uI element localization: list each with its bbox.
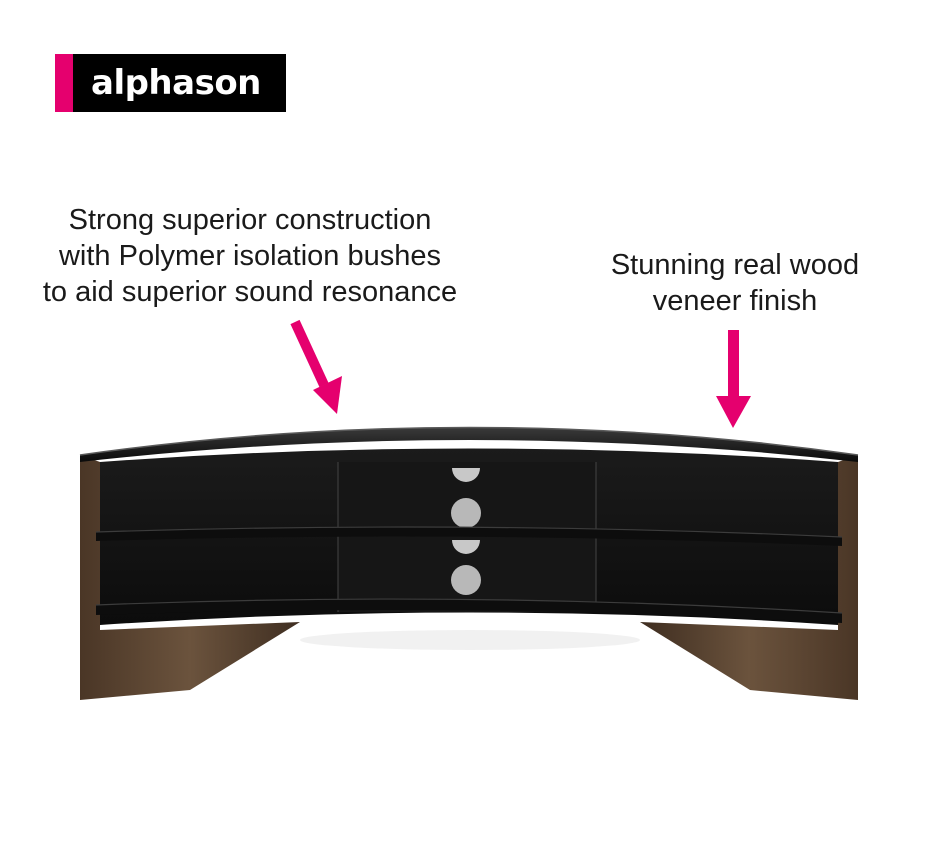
glass-top	[80, 427, 858, 462]
callout-construction-line-2: with Polymer isolation bushes	[58, 240, 441, 272]
callout-veneer-line-2: veneer finish	[652, 285, 818, 317]
callout-construction-line-1: Strong superior construction	[68, 204, 432, 236]
brand-name: alphason	[91, 63, 261, 103]
left-side-panel	[80, 455, 300, 700]
callout-construction: Strong superior construction with Polyme…	[20, 202, 480, 310]
callout-veneer: Stunning real wood veneer finish	[590, 247, 880, 319]
brand-logo: alphason	[55, 54, 286, 112]
cable-hole-upper	[451, 498, 481, 528]
right-side-panel	[640, 455, 858, 700]
callout-construction-line-3: to aid superior sound resonance	[42, 276, 458, 308]
cable-hole-middle	[452, 540, 480, 554]
glass-shelf-middle	[96, 527, 842, 546]
cable-hole-lower	[451, 565, 481, 595]
cable-hole-top	[452, 468, 480, 482]
glass-shelf-bottom	[96, 599, 842, 623]
callout-veneer-line-1: Stunning real wood	[610, 249, 860, 281]
logo-accent-bar	[55, 54, 73, 112]
